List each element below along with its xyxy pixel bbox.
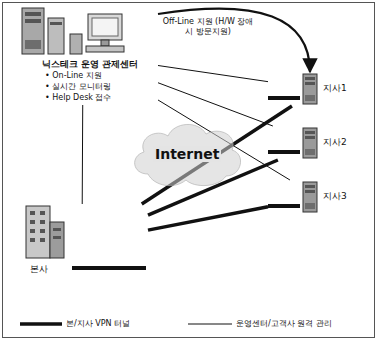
icon-holder: [302, 127, 318, 159]
service-item: • Help Desk 접수: [42, 92, 158, 103]
server-icon: [302, 127, 318, 159]
remote-management-line: [82, 105, 84, 204]
text-holder: 닉스테크 운영 관제센터• On-Line 지원• 실시간 모니터링• Help…: [8, 58, 158, 105]
center-title: 닉스테크 운영 관제센터: [42, 58, 158, 70]
vpn-gateway-bar: [268, 150, 300, 154]
server-icon: [302, 181, 318, 213]
control-center-icon: [8, 4, 128, 58]
legend-text: 운영센터/고객사 원격 관리: [236, 319, 332, 329]
internet-label: Internet: [153, 146, 221, 162]
branch-label: 지사2: [323, 137, 347, 148]
vpn-gateway-bar: [72, 266, 146, 270]
branch-label: 지사3: [323, 191, 347, 202]
branch-label: 지사1: [323, 83, 347, 94]
icon-holder: [302, 73, 318, 105]
branch-node: 지사3: [268, 180, 368, 214]
internet-node: Internet: [128, 118, 246, 190]
vpn-tunnel-line: [142, 106, 292, 204]
remote-management-line: [158, 66, 268, 82]
offline-support-arrow: [158, 9, 310, 72]
icon-holder: [302, 181, 318, 213]
branch-node: 지사2: [268, 126, 368, 160]
icon-holder: [8, 4, 158, 58]
service-item: • On-Line 지원: [42, 70, 158, 81]
server-icon: [302, 73, 318, 105]
remote-line-sample: [188, 324, 232, 325]
headquarters-label: 본사: [30, 264, 48, 275]
building-icon: [20, 204, 68, 260]
branch-node: 지사1: [268, 72, 368, 106]
vpn-line-sample: [20, 322, 62, 326]
control-center-node: 닉스테크 운영 관제센터• On-Line 지원• 실시간 모니터링• Help…: [8, 4, 158, 105]
vpn-tunnel-line: [148, 207, 268, 230]
service-item: • 실시간 모니터링: [42, 81, 158, 92]
legend-text: 본/지사 VPN 터널: [66, 319, 130, 329]
vpn-gateway-bar: [268, 96, 300, 100]
vpn-gateway-bar: [268, 204, 300, 208]
headquarters-node: 본사: [16, 204, 148, 282]
edge-label: Off-Line 지원 (H/W 장애시 방문지원): [162, 17, 254, 37]
remote-management-line: [158, 83, 273, 126]
